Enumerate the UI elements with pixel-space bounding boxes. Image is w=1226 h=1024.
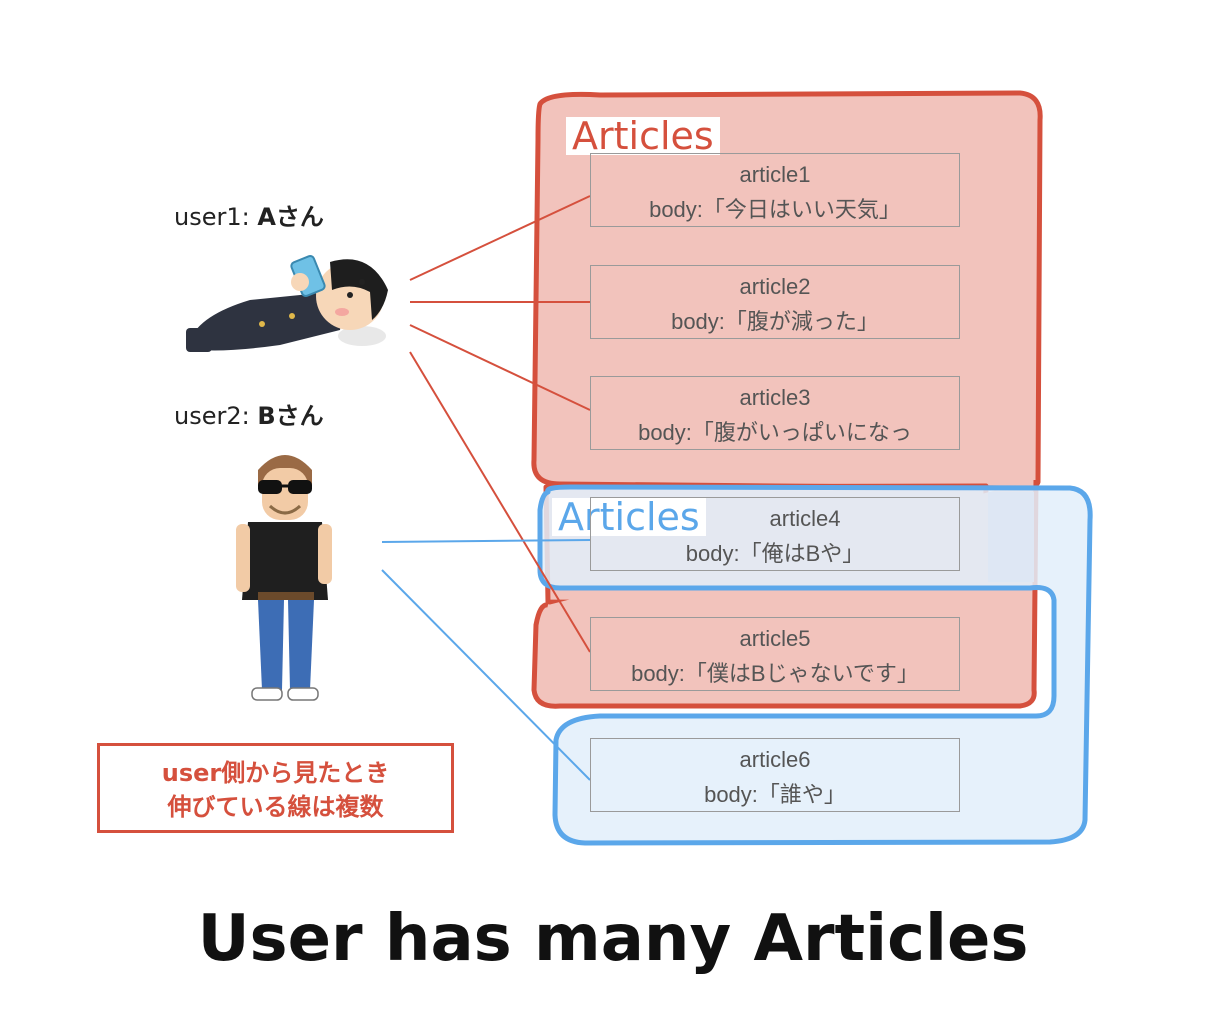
article-name: article4	[769, 506, 841, 531]
article-box-4: article4 body:「俺はBや」	[590, 497, 960, 571]
user1-prefix: user1:	[174, 203, 258, 231]
user2-name: Bさん	[257, 402, 324, 430]
article-box-1: article1 body:「今日はいい天気」	[590, 153, 960, 227]
user1-name: Aさん	[257, 203, 324, 231]
article-box-6: article6 body:「誰や」	[590, 738, 960, 812]
connector-user2-article4	[381, 539, 591, 543]
blue-group-title: Articles	[552, 498, 706, 536]
connector-user1-article5	[409, 351, 591, 653]
blue-group-outline-top	[537, 484, 1093, 846]
user2-illustration	[236, 455, 332, 701]
article-body: body:「僕はBじゃないです」	[631, 662, 919, 686]
user2-prefix: user2:	[174, 402, 258, 430]
red-group-title: Articles	[566, 117, 720, 155]
connector-user2-article6	[381, 569, 591, 781]
article-name: article5	[739, 626, 811, 651]
article-box-5: article5 body:「僕はBじゃないです」	[590, 617, 960, 691]
article-box-3: article3 body:「腹がいっぱいになっ	[590, 376, 960, 450]
article-body: body:「俺はBや」	[685, 542, 865, 566]
connector-user1-article1	[409, 195, 591, 281]
article-body: body:「誰や」	[704, 783, 846, 807]
article-body: body:「腹がいっぱいになっ	[638, 421, 912, 445]
article-name: article6	[739, 747, 811, 772]
blue-articles-group	[537, 484, 1093, 846]
diagram-caption: User has many Articles	[197, 902, 1029, 976]
user2-connectors	[381, 539, 591, 781]
user1-illustration	[186, 255, 388, 352]
article-box-2: article2 body:「腹が減った」	[590, 265, 960, 339]
article-name: article2	[739, 274, 811, 299]
user2-label: user2: Bさん	[174, 404, 324, 428]
user1-label: user1: Aさん	[174, 205, 324, 229]
article-name: article1	[739, 162, 811, 187]
article-body: body:「腹が減った」	[671, 310, 879, 334]
note-line-2: 伸びている線は複数	[167, 793, 384, 821]
article-name: article3	[739, 385, 811, 410]
note-line-1: user側から見たとき	[161, 759, 390, 787]
connector-user1-article3	[409, 324, 591, 411]
article-body: body:「今日はいい天気」	[649, 198, 901, 222]
user1-connectors	[409, 195, 591, 653]
note-box: user側から見たとき 伸びている線は複数	[97, 743, 454, 833]
